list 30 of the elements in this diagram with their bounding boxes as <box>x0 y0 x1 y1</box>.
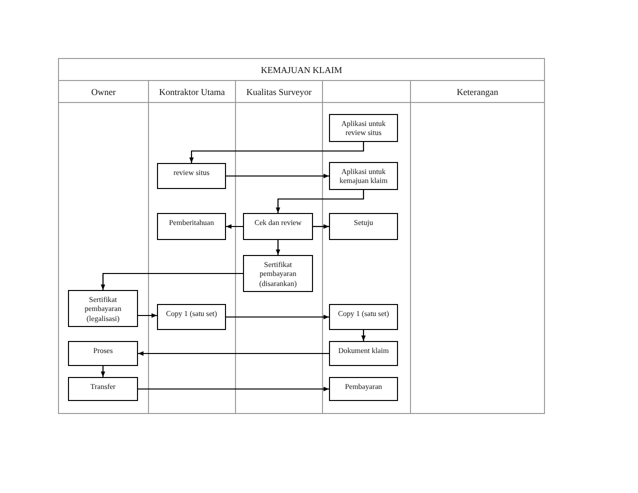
process-box <box>329 341 398 366</box>
arrow <box>226 174 329 178</box>
arrow <box>276 190 364 213</box>
process-box <box>329 304 398 330</box>
process-box <box>157 213 226 240</box>
process-box <box>243 213 313 240</box>
arrow <box>138 313 157 318</box>
process-box <box>68 290 138 327</box>
process-box <box>68 341 138 366</box>
process-box <box>243 255 313 292</box>
process-box <box>157 163 226 189</box>
process-box <box>329 114 398 142</box>
column-header: Keterangan <box>410 81 545 103</box>
table-title: KEMAJUAN KLAIM <box>58 58 545 81</box>
arrow <box>361 330 366 341</box>
process-box <box>68 377 138 401</box>
column-header: Owner <box>58 81 149 103</box>
arrow <box>189 142 364 163</box>
arrow <box>138 351 329 356</box>
arrow <box>100 272 243 290</box>
process-box <box>329 213 398 240</box>
arrow <box>276 240 280 255</box>
arrow <box>226 314 329 320</box>
arrow <box>226 224 243 229</box>
arrow <box>138 386 329 392</box>
process-box <box>329 377 398 401</box>
arrow <box>100 366 106 377</box>
process-box <box>157 304 226 330</box>
process-box <box>329 162 398 190</box>
arrow <box>313 224 329 229</box>
